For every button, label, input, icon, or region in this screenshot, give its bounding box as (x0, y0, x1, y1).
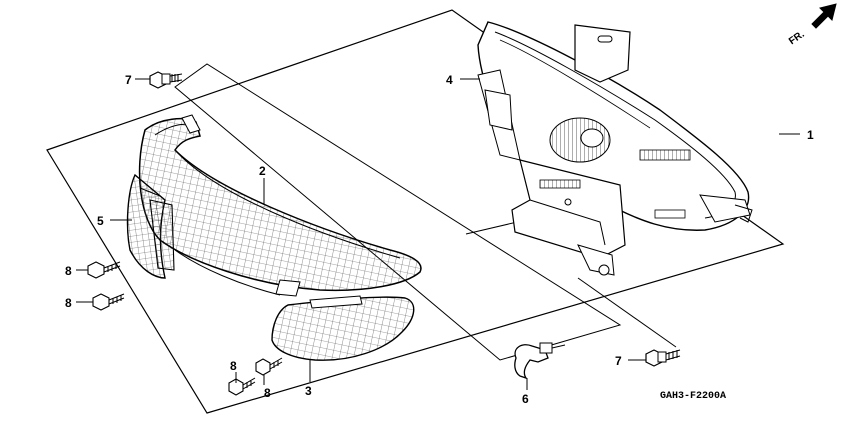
callout-8-c: 8 (230, 359, 237, 373)
callout-2: 2 (259, 164, 266, 178)
callout-5: 5 (97, 214, 104, 228)
wire-clip (514, 342, 566, 380)
callout-1: 1 (807, 128, 814, 142)
callout-4: 4 (446, 73, 453, 87)
callout-7-bottom: 7 (615, 354, 622, 368)
main-lens (138, 114, 422, 292)
frame-link-line-2 (577, 277, 677, 348)
screw-7-top (149, 71, 183, 89)
screw-8-c (255, 357, 283, 376)
side-lens (126, 173, 301, 297)
callout-3: 3 (305, 384, 312, 398)
lower-lens (271, 295, 415, 361)
screw-8-a (87, 261, 121, 279)
screw-8-b (92, 293, 125, 311)
front-direction-label: FR. (787, 29, 807, 47)
leader-lines (76, 78, 800, 390)
assembly-frame-outer (46, 9, 785, 414)
callout-8-a: 8 (65, 264, 72, 278)
callout-8-b: 8 (65, 296, 72, 310)
screw-8-d (228, 377, 256, 396)
diagram-code: GAH3-F2200A (660, 391, 726, 402)
screw-7-bottom (645, 349, 681, 367)
callout-6: 6 (522, 392, 529, 406)
callout-7-top: 7 (125, 73, 132, 87)
front-direction-arrow (811, 3, 837, 29)
callout-8-d: 8 (264, 386, 271, 400)
housing-assembly (477, 21, 753, 276)
